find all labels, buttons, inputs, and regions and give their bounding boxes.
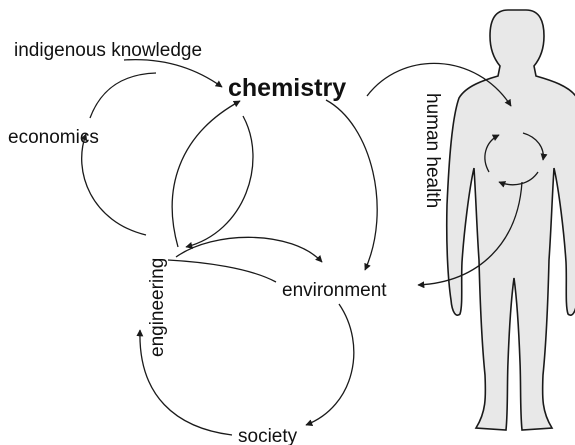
body-cycle-arrow-right — [522, 132, 548, 161]
arrow-human-health-to-environment — [417, 181, 523, 289]
arrow-indigenous-knowledge-to-chemistry — [123, 58, 223, 88]
chemistry-label: chemistry — [228, 74, 346, 102]
body-cycle-arrow-bottom — [498, 171, 539, 188]
engineering-label: engineering — [147, 258, 168, 357]
human-body-silhouette — [445, 9, 575, 431]
economics-label: economics — [8, 127, 99, 148]
human-health-label: human health — [422, 93, 443, 208]
environment-label: environment — [282, 280, 387, 301]
arrow-chemistry-to-human-health — [366, 62, 512, 107]
arrow-engineering-to-environment — [175, 236, 323, 263]
society-label: society — [238, 426, 298, 445]
arrow-engineering-to-economics — [80, 133, 147, 236]
arrow-engineering-to-chemistry — [171, 100, 241, 248]
indigenous-knowledge-label: indigenous knowledge — [14, 40, 202, 61]
arrow-chemistry-to-environment — [325, 99, 378, 271]
arc-engineering-to-environment-lower — [167, 259, 277, 283]
body-cycle-arrow-left — [484, 134, 500, 173]
arrow-economics-to-indigenous-knowledge — [89, 72, 157, 119]
arrow-environment-to-society — [305, 303, 355, 426]
arrow-chemistry-to-engineering — [185, 115, 254, 249]
arrow-society-to-engineering — [136, 329, 233, 436]
